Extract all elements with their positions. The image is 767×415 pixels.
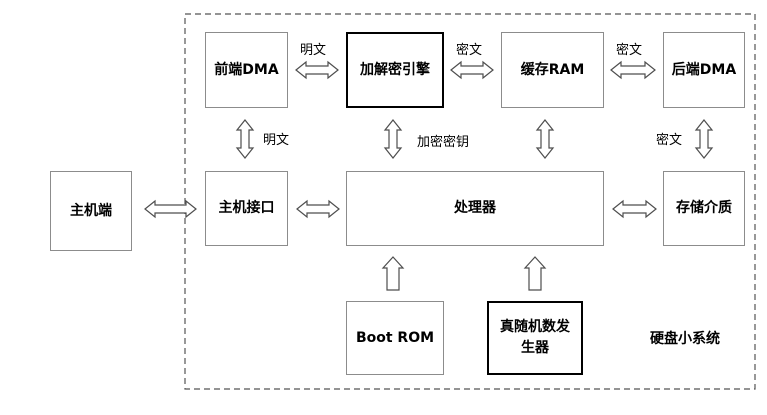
host-interface-node: 主机接口 [205,171,288,246]
crypto-engine-node: 加解密引擎 [346,32,444,108]
edge-label-cache-backdma: 密文 [616,43,643,58]
back-dma-node: 后端DMA [663,32,745,108]
arrow-trng-processor [523,256,547,291]
trng-node: 真随机数发生器 [487,301,583,375]
arrow-cache-processor [535,119,555,159]
hard-disk-subsystem-label: 硬盘小系统 [650,331,720,347]
arrow-processor-storage [612,199,657,219]
cache-ram-label: 缓存RAM [520,61,585,78]
arrow-host-hostif [144,199,197,219]
storage-medium-node: 存储介质 [663,171,745,246]
arrow-crypto-processor [383,119,403,159]
host-node-label: 主机端 [70,202,112,219]
arrow-frontdma-crypto [295,60,339,80]
trng-label: 真随机数发生器 [500,319,570,356]
back-dma-label: 后端DMA [671,61,737,78]
arrow-crypto-cache [450,60,494,80]
storage-medium-label: 存储介质 [676,200,732,216]
arrow-cache-backdma [610,60,656,80]
edge-label-backdma-storage: 密文 [656,133,683,148]
hard-disk-subsystem-boundary [184,13,756,390]
front-dma-label: 前端DMA [214,61,279,78]
arrow-bootrom-processor [381,256,405,291]
processor-node: 处理器 [346,171,604,246]
edge-label-frontdma-crypto: 明文 [300,43,327,58]
processor-label: 处理器 [454,200,496,216]
edge-label-crypto-cache: 密文 [456,43,483,58]
host-node: 主机端 [50,171,132,251]
arrow-frontdma-hostif [235,119,255,159]
crypto-engine-label: 加解密引擎 [360,61,430,78]
host-interface-label: 主机接口 [218,200,275,216]
front-dma-node: 前端DMA [205,32,288,108]
boot-rom-node: Boot ROM [346,301,444,375]
arrow-hostif-processor [296,199,340,219]
edge-label-crypto-processor: 加密密钥 [417,135,470,150]
edge-label-frontdma-hostif: 明文 [263,133,290,148]
cache-ram-node: 缓存RAM [501,32,604,108]
arrow-backdma-storage [694,119,714,159]
boot-rom-label: Boot ROM [355,329,435,346]
